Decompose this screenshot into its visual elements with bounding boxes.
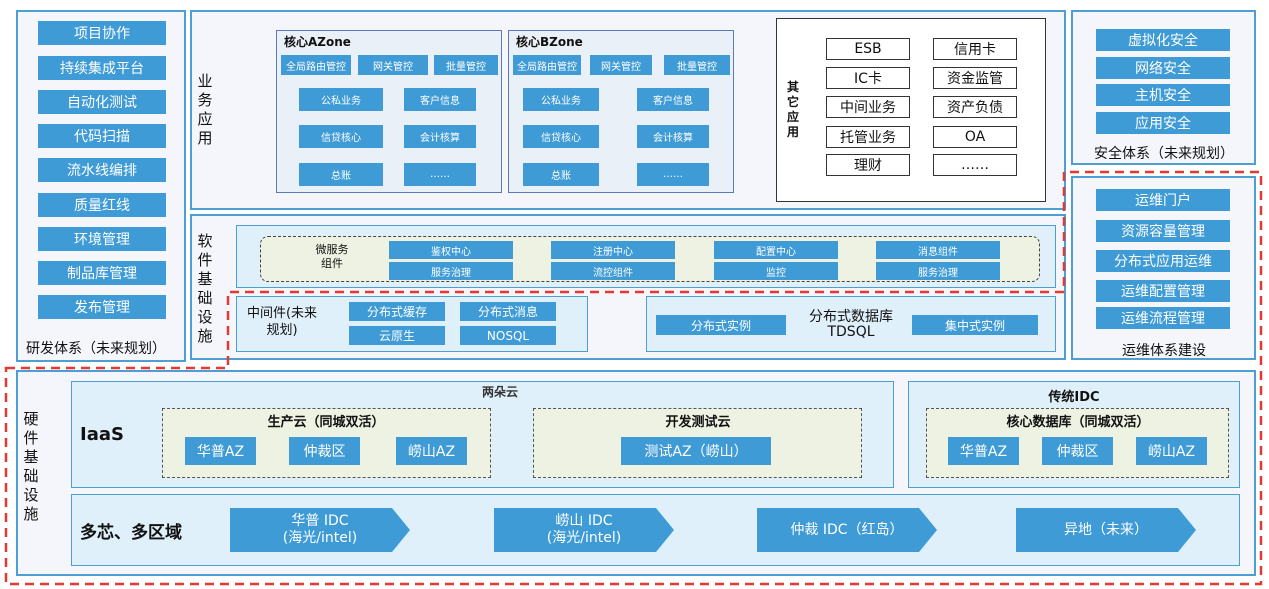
prod-cloud-title: 生产云（同城双活） (267, 415, 385, 430)
zone-a-grid-5[interactable]: …… (404, 163, 476, 186)
dev-item-3[interactable]: 代码扫描 (38, 124, 166, 148)
microservice-label: 微服务组件 (315, 243, 349, 270)
region-1-line1: 崂山 IDC (555, 513, 613, 529)
db-distributed-instance[interactable]: 分布式实例 (656, 315, 786, 335)
ops-item-0[interactable]: 运维门户 (1096, 189, 1230, 211)
region-1-line2: (海光/intel) (546, 530, 622, 546)
zone-b-grid-1[interactable]: 客户信息 (637, 88, 709, 111)
ops-item-4[interactable]: 运维流程管理 (1096, 307, 1230, 329)
region-0[interactable]: 华普 IDC(海光/intel) (230, 508, 410, 552)
other-item-8[interactable]: 理财 (826, 154, 910, 176)
dev-item-0[interactable]: 项目协作 (38, 21, 166, 45)
ms-item-6[interactable]: 监控 (714, 262, 838, 280)
zone-a-top-1[interactable]: 网关管控 (358, 55, 428, 75)
other-item-6[interactable]: 托管业务 (826, 126, 910, 148)
prod-az-2[interactable]: 崂山AZ (396, 437, 467, 465)
ops-item-1[interactable]: 资源容量管理 (1096, 220, 1230, 242)
cloud-title: 两朵云 (481, 385, 518, 399)
zone-a-grid-3[interactable]: 会计核算 (404, 125, 476, 148)
core-db-az-2[interactable]: 崂山AZ (1136, 437, 1207, 465)
ms-item-0[interactable]: 鉴权中心 (389, 241, 513, 259)
zone-b-top-2[interactable]: 批量管控 (664, 55, 730, 75)
ops-item-3[interactable]: 运维配置管理 (1096, 280, 1230, 302)
other-item-4[interactable]: 中间业务 (826, 96, 910, 118)
security-item-1[interactable]: 网络安全 (1096, 57, 1230, 79)
other-item-3[interactable]: 资金监管 (933, 67, 1017, 89)
region-3[interactable]: 异地（未来） (1016, 508, 1196, 552)
prod-az-0[interactable]: 华普AZ (185, 437, 256, 465)
ms-item-2[interactable]: 配置中心 (714, 241, 838, 259)
ms-item-3[interactable]: 消息组件 (876, 241, 1000, 259)
security-item-0[interactable]: 虚拟化安全 (1096, 29, 1230, 51)
zone-b-title: 核心BZone (516, 35, 583, 49)
other-item-7[interactable]: OA (933, 126, 1017, 148)
zone-a-grid-1[interactable]: 客户信息 (404, 88, 476, 111)
dev-item-7[interactable]: 制品库管理 (38, 261, 166, 285)
software-infra-label: 软件基础设施 (197, 232, 213, 345)
dev-item-5[interactable]: 质量红线 (38, 193, 166, 217)
zone-a-top-2[interactable]: 批量管控 (434, 55, 498, 75)
ops-item-2[interactable]: 分布式应用运维 (1096, 250, 1230, 272)
ms-item-4[interactable]: 服务治理 (389, 262, 513, 280)
core-db-az-1[interactable]: 仲裁区 (1042, 437, 1113, 465)
mw-item-3[interactable]: NOSQL (460, 326, 556, 345)
region-0-line1: 华普 IDC (291, 513, 349, 529)
zone-a-top-0[interactable]: 全局路由管控 (281, 55, 351, 75)
zone-a-title: 核心AZone (284, 35, 351, 49)
security-item-2[interactable]: 主机安全 (1096, 84, 1230, 106)
ms-item-5[interactable]: 流控组件 (551, 262, 675, 280)
zone-b-grid-0[interactable]: 公私业务 (523, 88, 599, 111)
mw-item-1[interactable]: 分布式消息 (460, 302, 556, 321)
db-label-line1: 分布式数据库 (809, 309, 893, 325)
other-item-2[interactable]: IC卡 (826, 67, 910, 89)
dev-item-8[interactable]: 发布管理 (38, 295, 166, 319)
zone-b-grid-2[interactable]: 信贷核心 (523, 125, 599, 148)
prod-az-1[interactable]: 仲裁区 (289, 437, 360, 465)
zone-b-grid-5[interactable]: …… (637, 163, 709, 186)
region-0-line2: (海光/intel) (282, 530, 358, 546)
middleware-label: 中间件(未来规划) (246, 306, 318, 338)
zone-b-grid-3[interactable]: 会计核算 (637, 125, 709, 148)
mw-item-0[interactable]: 分布式缓存 (349, 302, 445, 321)
other-item-1[interactable]: 信用卡 (933, 38, 1017, 60)
other-apps-label: 其它应用 (786, 80, 799, 139)
zone-b-top-1[interactable]: 网关管控 (590, 55, 652, 75)
ms-item-7[interactable]: 服务治理 (876, 262, 1000, 280)
test-az-0[interactable]: 测试AZ（崂山） (621, 437, 771, 465)
idc-title: 传统IDC (1048, 390, 1100, 405)
core-db-title: 核心数据库（同城双活） (1006, 415, 1150, 430)
zone-a-grid-4[interactable]: 总账 (299, 163, 383, 186)
core-db-az-0[interactable]: 华普AZ (948, 437, 1019, 465)
other-item-9[interactable]: …… (933, 154, 1017, 176)
zone-a-grid-2[interactable]: 信贷核心 (299, 125, 383, 148)
other-item-0[interactable]: ESB (826, 38, 910, 60)
dev-item-2[interactable]: 自动化测试 (38, 90, 166, 114)
iaas-label: IaaS (80, 424, 124, 445)
region-2[interactable]: 仲裁 IDC（红岛） (757, 508, 937, 552)
region-1[interactable]: 崂山 IDC(海光/intel) (494, 508, 674, 552)
region-3-line1: 异地（未来） (1064, 521, 1148, 538)
db-central-instance[interactable]: 集中式实例 (912, 315, 1038, 335)
security-item-3[interactable]: 应用安全 (1096, 112, 1230, 134)
ops-title: 运维体系建设 (1122, 343, 1206, 359)
zone-a-grid-0[interactable]: 公私业务 (299, 88, 383, 111)
dev-item-1[interactable]: 持续集成平台 (38, 56, 166, 80)
ms-item-1[interactable]: 注册中心 (551, 241, 675, 259)
security-title: 安全体系（未来规划） (1094, 146, 1234, 162)
multi-region-label: 多芯、多区域 (80, 523, 182, 543)
hardware-label: 硬件基础设施 (23, 410, 39, 523)
mw-item-2[interactable]: 云原生 (349, 326, 445, 345)
zone-b-top-0[interactable]: 全局路由管控 (513, 55, 581, 75)
business-apps-label: 业务应用 (197, 72, 213, 147)
region-2-line1: 仲裁 IDC（红岛） (790, 521, 904, 538)
other-item-5[interactable]: 资产负债 (933, 96, 1017, 118)
db-label-line2: TDSQL (827, 324, 875, 340)
dev-system-title: 研发体系（未来规划） (26, 341, 166, 357)
dev-item-6[interactable]: 环境管理 (38, 227, 166, 251)
test-cloud-title: 开发测试云 (665, 415, 731, 430)
zone-b-grid-4[interactable]: 总账 (523, 163, 599, 186)
dev-item-4[interactable]: 流水线编排 (38, 158, 166, 182)
